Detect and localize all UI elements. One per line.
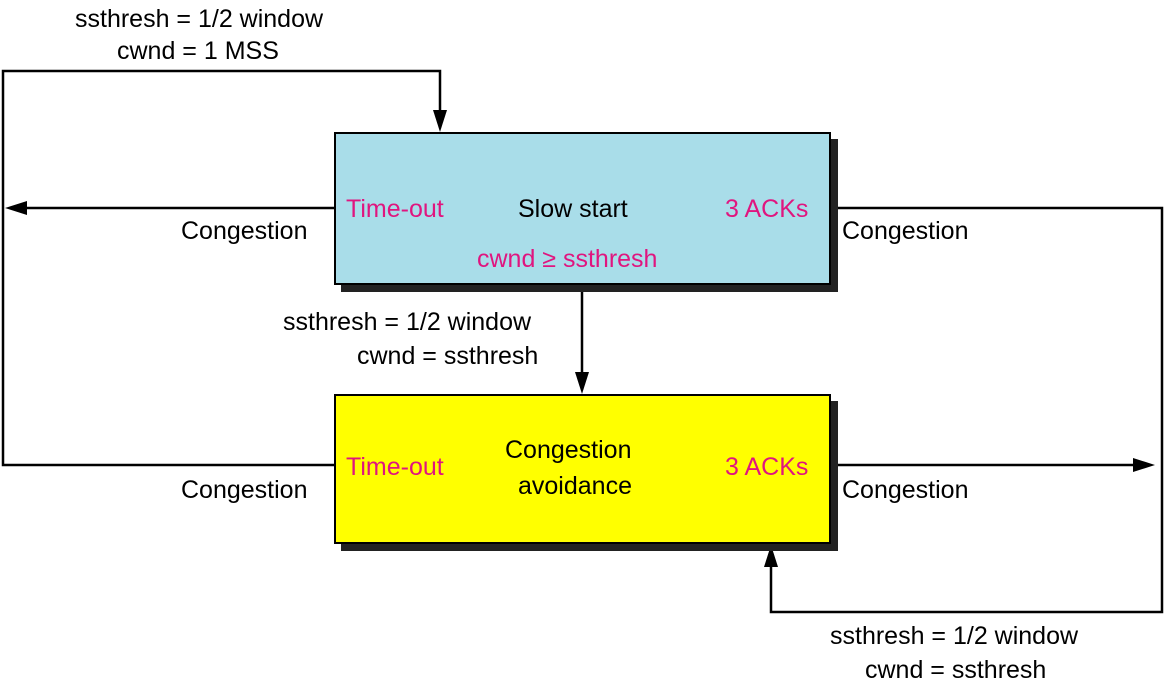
congestion-label-top-right: Congestion — [842, 217, 969, 245]
slow-start-condition-label: cwnd ≥ ssthresh — [477, 245, 658, 273]
congestion-label-bottom-right: Congestion — [842, 476, 969, 504]
timeout-loop-line — [1, 69, 442, 467]
slow-start-title: Slow start — [518, 195, 628, 223]
arrowhead-into-ca — [575, 372, 589, 394]
congestion-label-top-left: Congestion — [181, 217, 308, 245]
bottom-ssthresh-label: ssthresh = 1/2 window — [830, 622, 1079, 650]
top-entry-ssthresh-label: ssthresh = 1/2 window — [75, 5, 324, 33]
top-entry-cwnd-label: cwnd = 1 MSS — [117, 37, 279, 65]
ca-title-line1: Congestion — [505, 436, 632, 464]
ca-timeout-label: Time-out — [346, 453, 444, 481]
bottom-cwnd-label: cwnd = ssthresh — [865, 656, 1047, 684]
congestion-avoidance-state — [334, 394, 831, 544]
middle-cwnd-label: cwnd = ssthresh — [357, 342, 539, 370]
arrowhead-right — [1133, 458, 1155, 472]
slow-start-state — [334, 132, 831, 285]
arrowhead-left — [5, 201, 27, 215]
arrowhead-into-ca-bottom — [764, 545, 778, 567]
slow-start-3acks-line — [769, 206, 1164, 614]
ca-3acks-label: 3 ACKs — [725, 453, 809, 481]
slow-start-3acks-label: 3 ACKs — [725, 195, 809, 223]
middle-ssthresh-label: ssthresh = 1/2 window — [283, 308, 532, 336]
congestion-label-bottom-left: Congestion — [181, 476, 308, 504]
ca-title-line2: avoidance — [518, 472, 632, 500]
arrowhead-into-slow-start — [433, 110, 447, 132]
slow-start-timeout-label: Time-out — [346, 195, 444, 223]
